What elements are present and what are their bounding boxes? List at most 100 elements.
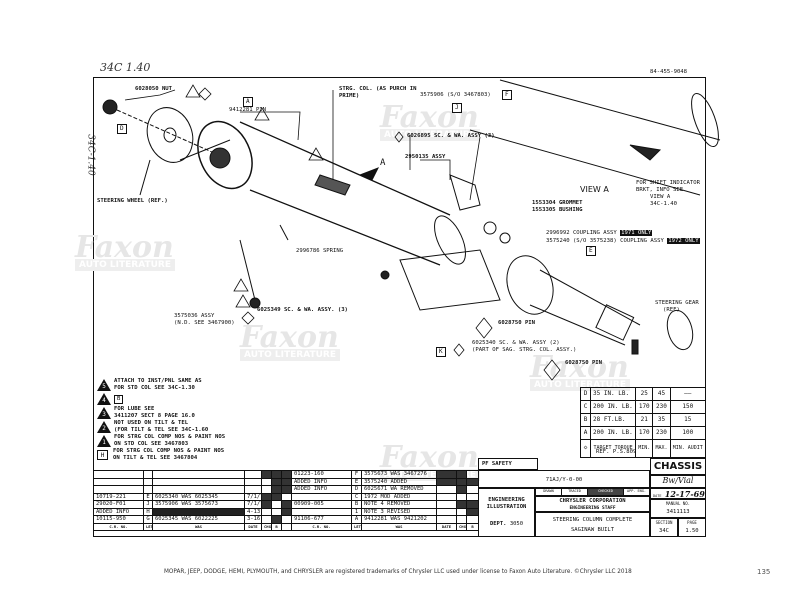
note-text: NOT USED ON TILT & TEL (114, 420, 208, 427)
manual-no-field: MANUAL NO.3411113 (650, 499, 706, 518)
revision-header-row: C.R. NO.LETWASDATECHGDBC.R. NO.LETWASDAT… (94, 523, 479, 531)
callout-pin: 9412281 PIN (229, 107, 266, 114)
revision-cell: D (352, 486, 362, 494)
note-item: 2NOT USED ON TILT & TEL(FOR TILT & TEL S… (97, 420, 225, 434)
callout-sc-wa-6026895: 6026895 SC. & WA. ASSY (3) (407, 133, 495, 140)
torque-cell: 35 (653, 414, 670, 427)
note-text: FOR STD COL SEE 34C-1.30 (114, 385, 202, 392)
note-item: 5ATTACH TO INST/PNL SAME ASFOR STD COL S… (97, 378, 225, 392)
revision-cell: 6025340 WAS 6025345 (153, 493, 245, 501)
note-text: 3411207 SECT 8 PAGE 16.0 (114, 413, 195, 420)
revision-cell: 4-13-71 (245, 508, 262, 516)
torque-cell: 15 (670, 414, 705, 427)
revision-cell: NOTE 4 REMOVED (362, 501, 437, 509)
revision-cell (467, 508, 479, 516)
revision-cell (437, 478, 457, 486)
torque-cell: 230 (653, 427, 670, 440)
revision-cell (262, 478, 272, 486)
callout-2950135: 2950135 ASSY (405, 154, 445, 161)
revision-cell: 29020-F01 (94, 501, 144, 509)
revision-header: B (272, 523, 282, 531)
torque-cell: 150 (670, 401, 705, 414)
page-number: 135 (757, 568, 770, 576)
revision-cell: 00909-005 (292, 501, 352, 509)
chassis-label: CHASSIS (650, 458, 706, 475)
torque-header: MIN. AUDIT (670, 440, 705, 458)
revision-cell (262, 516, 272, 524)
revision-cell (437, 516, 457, 524)
note-text: FOR STRG COL COMP NOS & PAINT NOS (113, 448, 224, 455)
nut-part (103, 100, 117, 114)
note-text: ON STD COL SEE 3467803 (114, 441, 225, 448)
revision-cell (457, 471, 467, 479)
torque-ref: REF. P.S.809 (596, 449, 636, 456)
revision-cell (282, 493, 292, 501)
revision-header: C.R. NO. (94, 523, 144, 531)
revision-cell (272, 471, 282, 479)
revision-cell (245, 486, 262, 494)
engineering-illustration: ENGINEERINGILLUSTRATIONDEPT. 3050 (478, 488, 535, 537)
revision-cell: 7/1/70 (245, 501, 262, 509)
torque-row: C200 IN. LB.170230150 (581, 401, 706, 414)
revision-header: LET (144, 523, 153, 531)
revision-cell (457, 508, 467, 516)
revision-cell (272, 478, 282, 486)
revision-row: 10115-950G6025345 WAS 60222253-16-709110… (94, 516, 479, 524)
callout-pin-6028750-a: 6028750 PIN (498, 320, 535, 327)
revision-cell (437, 486, 457, 494)
revision-cell: ADDED INFO (292, 486, 352, 494)
safety-label: PF SAFETY (478, 458, 538, 470)
revision-cell (262, 501, 272, 509)
torque-cell: 100 (670, 427, 705, 440)
revision-cell (94, 478, 144, 486)
footer-trademark: MOPAR, JEEP, DODGE, HEMI, PLYMOUTH, and … (164, 569, 632, 575)
revision-cell (272, 501, 282, 509)
torque-cell: 230 (653, 401, 670, 414)
revision-cell (437, 471, 457, 479)
view-arrow-label: A (380, 158, 385, 168)
torque-table: D35 IN. LB.2545——C200 IN. LB.170230150B2… (580, 387, 706, 458)
revision-cell (245, 478, 262, 486)
revision-cell: G (144, 516, 153, 524)
revision-cell (272, 493, 282, 501)
note-triangle-icon: 4 (97, 393, 111, 405)
signoff-row: DRAWNTRACEDCHECKEDAPP. ENG. (535, 488, 650, 496)
letter-d: D (117, 124, 127, 134)
letter-k: K (436, 347, 446, 357)
torque-cell: A (581, 427, 591, 440)
letter-f: F (502, 90, 512, 100)
note-box-symbol: H (97, 450, 108, 460)
note-text: ON TILT & TEL SEE 3467804 (113, 455, 224, 462)
revision-cell: ADDED INFO (94, 508, 144, 516)
revision-cell (94, 471, 144, 479)
callout-sc-wa-6025340: 6025340 SC. & WA. ASSY (2)(PART OF SAG. … (472, 340, 576, 354)
callout-nut: 6028050 NUT (135, 86, 172, 93)
revision-cell (282, 501, 292, 509)
revision-cell (457, 493, 467, 501)
revision-cell (144, 471, 153, 479)
revision-cell: 10719-221 (94, 493, 144, 501)
revision-cell: 3575240 ADDED (362, 478, 437, 486)
note-item: H FOR STRG COL COMP NOS & PAINT NOSON TIL… (97, 448, 225, 462)
section-field: SECTION34C (650, 518, 678, 537)
revision-cell: NOTE 3 REVISED (362, 508, 437, 516)
revision-cell (457, 516, 467, 524)
revision-cell: 3575673 WAS 3467276 (362, 471, 437, 479)
torque-cell: 28 FT.LB. (591, 414, 636, 427)
revision-row: 01223-160F3575673 WAS 3467276 (94, 471, 479, 479)
torque-cell: 200 IN. LB. (591, 427, 636, 440)
torque-cell: B (581, 414, 591, 427)
revision-cell (262, 493, 272, 501)
note-item: 1FOR STRG COL COMP NOS & PAINT NOSON STD… (97, 434, 225, 448)
revision-cell: C (352, 493, 362, 501)
revision-cell (467, 501, 479, 509)
revision-header: WAS (153, 523, 245, 531)
page-field: PAGE1.50 (678, 518, 706, 537)
torque-header: MAX. (653, 440, 670, 458)
signature: Bw/Vial (650, 475, 706, 488)
letter-e: E (586, 246, 596, 256)
torque-row: D35 IN. LB.2545—— (581, 388, 706, 401)
note-item: 4B (97, 392, 225, 406)
revision-cell: H (144, 508, 153, 516)
revision-cell (457, 478, 467, 486)
